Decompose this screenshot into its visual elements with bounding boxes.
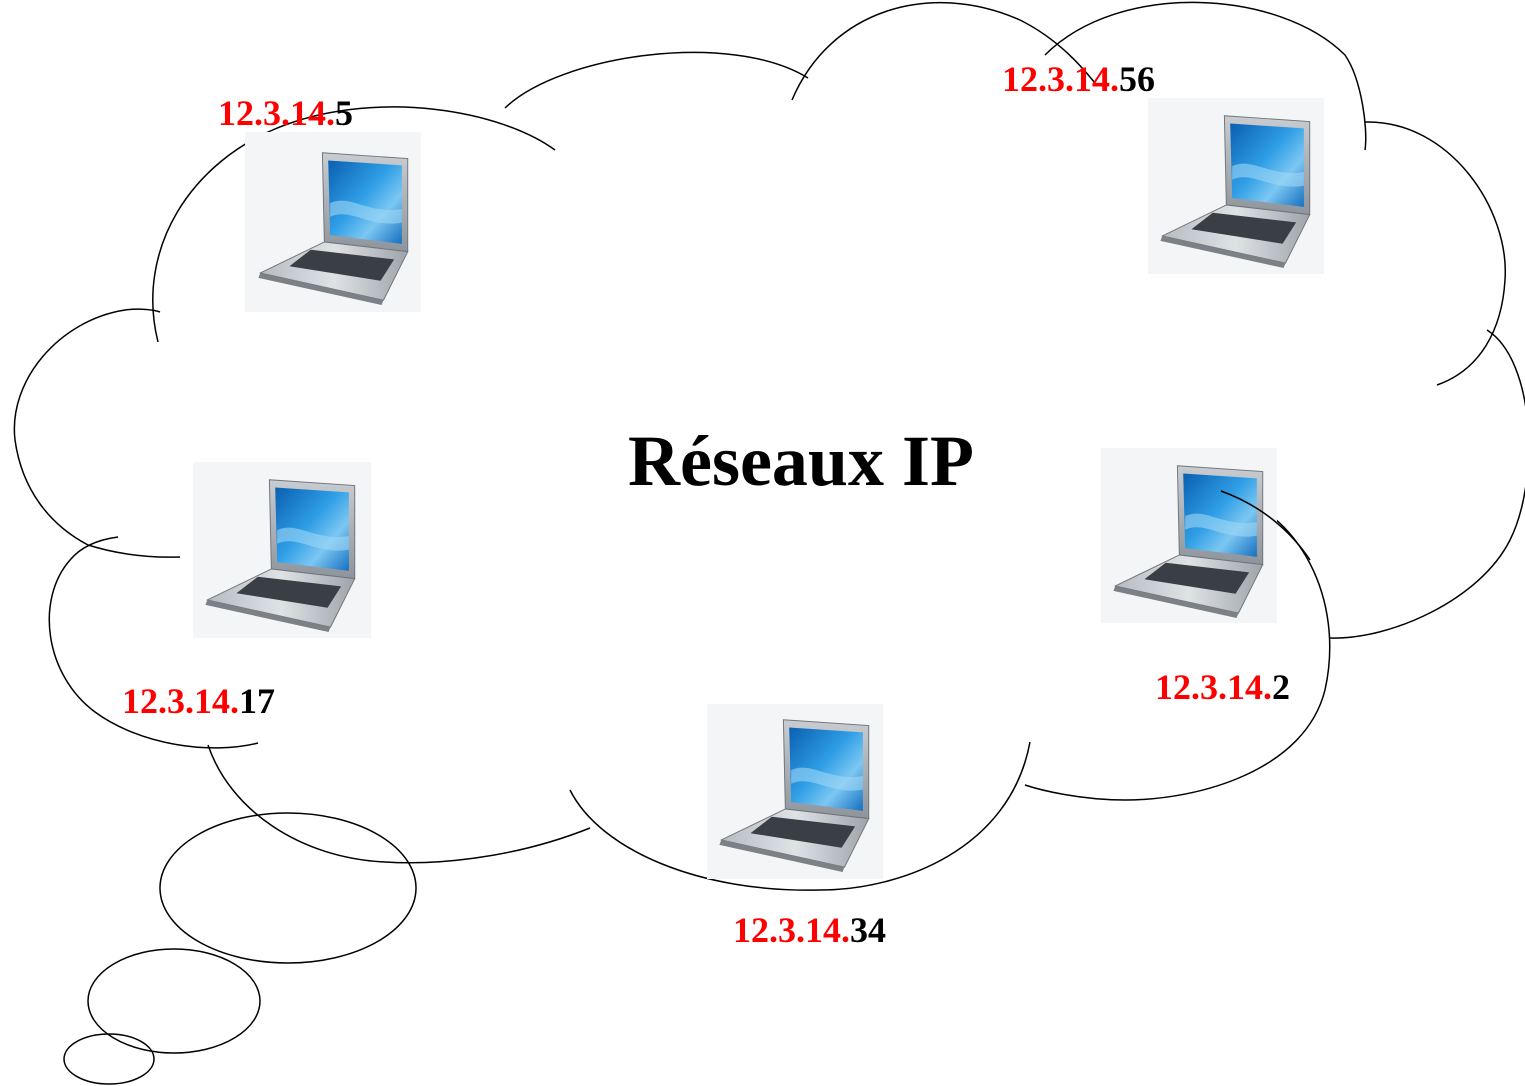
ip-label-node-5: 12.3.14.34 xyxy=(733,910,886,950)
ip-prefix: 12.3.14. xyxy=(733,910,850,950)
laptop-icon xyxy=(193,462,371,638)
laptop-icon xyxy=(1148,98,1324,274)
laptop-icon xyxy=(1101,448,1277,623)
ip-host: 5 xyxy=(335,93,353,133)
cloud-outline xyxy=(13,1,1525,891)
diagram-title: Réseaux IP xyxy=(628,421,974,501)
ip-host: 2 xyxy=(1272,667,1290,707)
thought-bubbles xyxy=(63,812,417,1085)
ip-prefix: 12.3.14. xyxy=(1002,59,1119,99)
ip-host: 17 xyxy=(239,681,275,721)
laptop-icon xyxy=(707,704,883,879)
ip-host: 56 xyxy=(1119,59,1155,99)
ip-label-node-1: 12.3.14.5 xyxy=(218,93,353,133)
ip-label-node-4: 12.3.14.2 xyxy=(1155,667,1290,707)
ip-prefix: 12.3.14. xyxy=(1155,667,1272,707)
ip-prefix: 12.3.14. xyxy=(218,93,335,133)
ip-label-node-3: 12.3.14.17 xyxy=(122,681,275,721)
ip-prefix: 12.3.14. xyxy=(122,681,239,721)
laptop-icon xyxy=(245,132,421,312)
ip-label-node-2: 12.3.14.56 xyxy=(1002,59,1155,99)
ip-host: 34 xyxy=(850,910,886,950)
